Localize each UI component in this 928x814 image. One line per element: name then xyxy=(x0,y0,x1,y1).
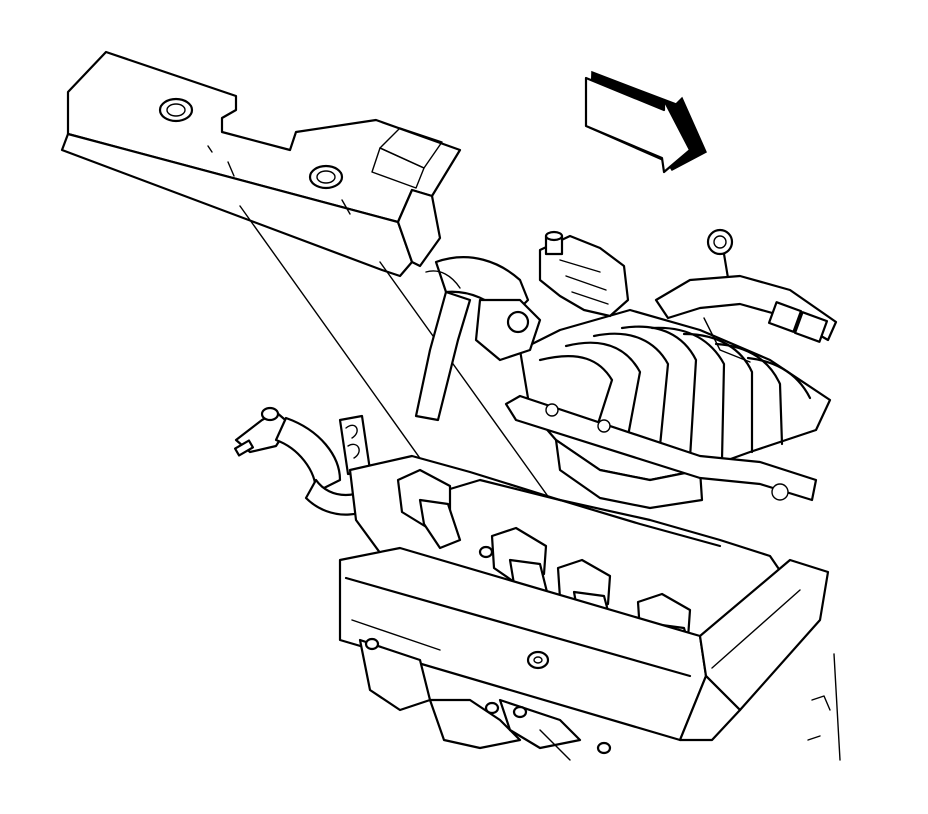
right-upper-hose xyxy=(654,274,838,363)
throttle-body xyxy=(538,230,630,318)
left-upper-hoses xyxy=(414,256,542,422)
dipstick-handle xyxy=(706,228,734,292)
direction-arrow-icon xyxy=(584,70,707,174)
chassis-right xyxy=(807,653,841,761)
fuel-rail xyxy=(504,394,818,502)
right-end-plate xyxy=(678,558,830,742)
breather-hose xyxy=(338,414,372,476)
engine-cover xyxy=(60,50,462,278)
lower-engine-block xyxy=(358,637,612,761)
